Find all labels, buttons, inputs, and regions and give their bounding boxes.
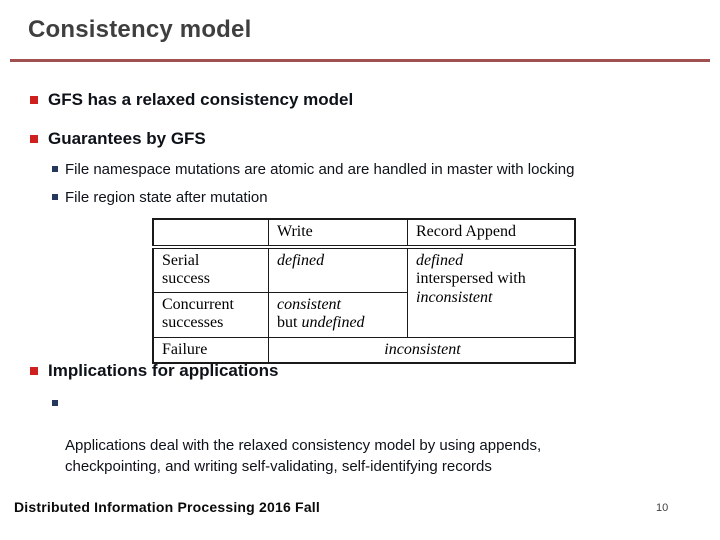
subbullet-text: File namespace mutations are atomic and … [65, 161, 575, 178]
bullet-text: GFS has a relaxed consistency model [48, 90, 354, 109]
header-record-append: Record Append [407, 218, 576, 249]
header-empty-cell [152, 218, 269, 249]
bullet-text: Implications for applications [48, 361, 279, 380]
page-number: 10 [656, 502, 669, 514]
subbullet-namespace: File namespace mutations are atomic and … [52, 159, 574, 180]
bullet-gfs-relaxed: GFS has a relaxed consistency model [30, 90, 353, 110]
subbullet-applications: Applications deal with the relaxed consi… [52, 393, 655, 477]
red-square-bullet-icon [30, 135, 38, 143]
title-divider [10, 59, 710, 62]
navy-square-bullet-icon [52, 166, 58, 172]
red-square-bullet-icon [30, 367, 38, 375]
row-label: Failure [152, 336, 269, 364]
red-square-bullet-icon [30, 96, 38, 104]
table-row-failure: Failure inconsistent [152, 336, 576, 364]
navy-square-bullet-icon [52, 400, 58, 406]
subbullet-text: File region state after mutation [65, 189, 268, 206]
bullet-guarantees: Guarantees by GFS [30, 129, 206, 149]
header-write: Write [268, 218, 408, 249]
cell-failure-value: inconsistent [268, 336, 576, 364]
subbullet-file-region: File region state after mutation [52, 187, 268, 208]
navy-square-bullet-icon [52, 194, 58, 200]
bullet-implications: Implications for applications [30, 361, 278, 381]
table-header-row: Write Record Append [152, 218, 576, 249]
footer-course-name: Distributed Information Processing 2016 … [14, 499, 320, 515]
subbullet-text: Applications deal with the relaxed consi… [65, 437, 542, 475]
page-title: Consistency model [28, 16, 252, 43]
cell-write-serial: defined [268, 246, 408, 293]
bullet-text: Guarantees by GFS [48, 129, 206, 148]
